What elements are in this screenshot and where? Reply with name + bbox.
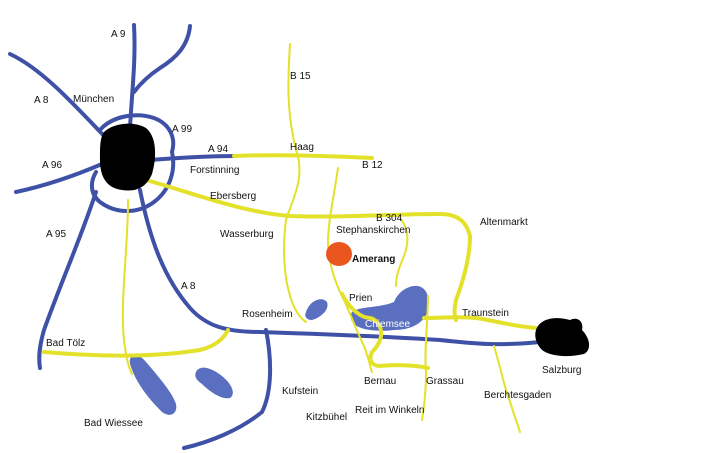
label-grassau: Grassau [426,376,464,387]
road-bad-toelz [42,328,230,358]
label-berchtesgaden: Berchtesgaden [484,390,551,401]
label-kitzbuehel: Kitzbühel [306,412,347,423]
lake-schliersee [195,367,233,399]
lake-tegernsee [129,355,177,415]
road-wasserburg-prien [327,167,373,373]
label-a8-west: A 8 [34,95,49,106]
motorway-a99-ring [89,113,176,213]
label-altenmarkt: Altenmarkt [480,217,528,228]
label-a94: A 94 [208,144,228,155]
road-stephanskirchen [395,217,409,287]
motorway-a8-east [138,188,542,347]
road-b12 [232,153,374,160]
cities [100,123,590,357]
label-wasserburg: Wasserburg [220,229,274,240]
lake-simssee [305,299,328,320]
label-a8-east: A 8 [181,281,196,292]
city-salzburg [535,318,590,357]
label-bad-toelz: Bad Tölz [46,338,85,349]
road-berchtesgaden [493,345,521,433]
road-bernau-loop [340,292,430,370]
label-bernau: Bernau [364,376,396,387]
road-grassau [421,295,429,421]
road-b15 [283,43,307,323]
motorway-kufstein [182,328,273,450]
label-bad-wiessee: Bad Wiessee [84,418,143,429]
federal-roads [42,43,538,433]
label-amerang: Amerang [352,254,395,265]
label-muenchen: München [73,94,114,105]
label-haag: Haag [290,142,314,153]
label-forstinning: Forstinning [190,165,239,176]
label-b12: B 12 [362,160,383,171]
road-wiessee [121,199,133,375]
label-prien: Prien [349,293,372,304]
city-amerang [326,242,352,266]
lakes [129,285,429,415]
label-a99: A 99 [172,124,192,135]
label-chiemsee: Chiemsee [365,319,410,330]
label-a9: A 9 [111,29,126,40]
label-kufstein: Kufstein [282,386,318,397]
label-salzburg: Salzburg [542,365,581,376]
label-b304: B 304 [376,213,403,224]
label-rosenheim: Rosenheim [242,309,293,320]
label-a96: A 96 [42,160,62,171]
motorway-a9-branch [132,24,192,94]
label-ebersberg: Ebersberg [210,191,256,202]
motorway-a9 [128,23,137,130]
motorway-a95 [37,190,98,370]
motorway-a8-west [8,52,108,140]
label-b15: B 15 [290,71,311,82]
label-a95: A 95 [46,229,66,240]
label-reit-im-winkeln: Reit im Winkeln [355,405,424,416]
city-muenchen [100,123,156,191]
motorway-a96 [14,162,104,194]
label-traunstein: Traunstein [462,308,509,319]
labels: A 9 A 8 München A 99 A 96 A 94 Forstinni… [34,29,581,429]
road-traunstein-east [422,315,538,330]
motorway-a94 [148,154,236,162]
label-stephanskirchen: Stephanskirchen [336,225,411,236]
motorways [8,23,542,450]
road-ebersberg [144,178,472,238]
